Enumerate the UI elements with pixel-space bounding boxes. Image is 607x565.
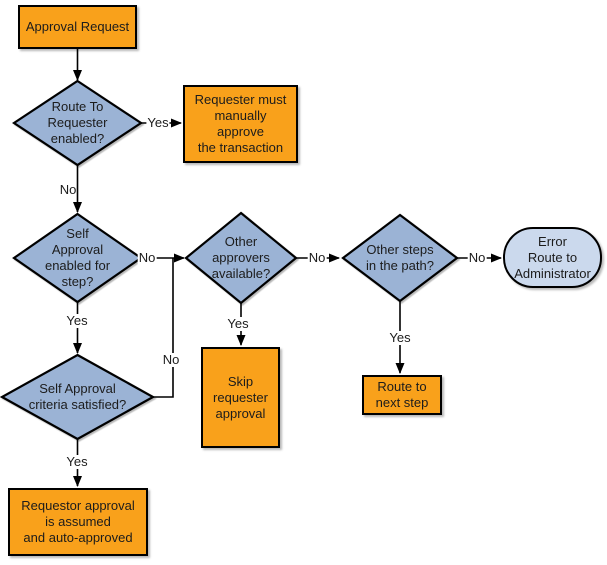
edge-label-other-steps-yes: Yes <box>388 330 412 345</box>
edge-label-other-approvers-no: No <box>307 250 327 265</box>
edge-label-self-approval-criteria-yes: Yes <box>65 454 89 469</box>
decision-self-approval-criteria-shape <box>0 353 156 441</box>
edge-label-other-steps-no: No <box>467 250 487 265</box>
node-approval-request: Approval Request <box>18 5 137 49</box>
decision-self-approval-enabled-shape <box>12 212 143 304</box>
edge-label-self-approval-criteria-no: No <box>161 352 181 367</box>
node-error-route-administrator-label: Error Route to Administrator <box>514 233 591 281</box>
decision-route-to-requester-shape <box>12 79 143 167</box>
edge-label-self-approval-enabled-no: No <box>137 250 157 265</box>
node-requester-manual-approve: Requester must manually approve the tran… <box>183 85 298 163</box>
node-skip-requester-approval-label: Skip requester approval <box>213 373 268 421</box>
node-approval-request-label: Approval Request <box>25 19 130 34</box>
edge-label-self-approval-enabled-yes: Yes <box>65 313 89 328</box>
node-route-to-next-step-label: Route to next step <box>375 379 429 410</box>
decision-other-approvers-shape <box>184 211 298 305</box>
decision-other-steps-shape <box>341 213 459 303</box>
edge-label-route-to-requester-no: No <box>59 182 77 197</box>
node-requester-manual-approve-label: Requester must manually approve the tran… <box>194 92 287 155</box>
connector-criteria-no-elbow <box>153 258 174 398</box>
edge-label-route-to-requester-yes: Yes <box>146 115 170 130</box>
node-route-to-next-step: Route to next step <box>362 375 442 415</box>
node-requestor-auto-approved: Requestor approval is assumed and auto-a… <box>8 488 148 556</box>
node-error-route-administrator: Error Route to Administrator <box>503 227 602 288</box>
edge-label-other-approvers-yes: Yes <box>226 316 250 331</box>
node-skip-requester-approval: Skip requester approval <box>201 347 280 448</box>
node-requestor-auto-approved-label: Requestor approval is assumed and auto-a… <box>21 498 135 545</box>
